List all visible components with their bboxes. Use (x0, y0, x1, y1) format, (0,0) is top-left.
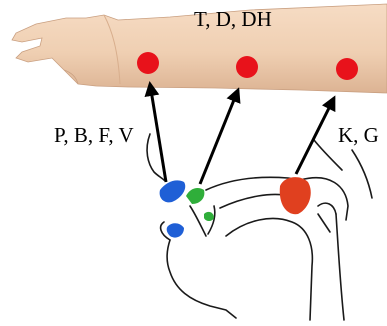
marker-left (137, 52, 159, 74)
alveolar-lower-highlight (204, 212, 214, 221)
label-top: T, D, DH (194, 7, 272, 31)
label-right: K, G (338, 123, 379, 147)
lips-highlight (160, 180, 186, 202)
velar-highlight (280, 177, 311, 214)
arrow-lips-to-left-marker (150, 84, 166, 182)
arrow-velar-to-right-marker (296, 98, 334, 174)
marker-right (336, 58, 358, 80)
lower-lip-highlight (167, 223, 184, 237)
alveolar-highlight (186, 188, 204, 204)
marker-middle (236, 56, 258, 78)
label-left: P, B, F, V (54, 123, 134, 147)
arrow-alveolar-to-middle-marker (200, 90, 238, 184)
